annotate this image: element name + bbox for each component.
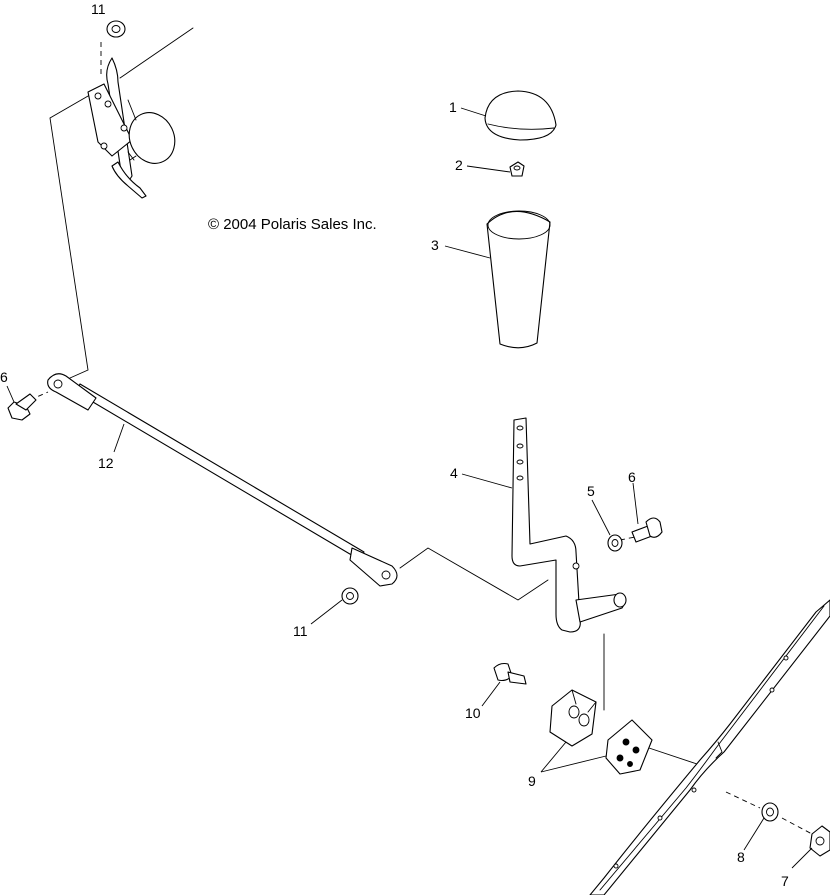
callout-3: 3 xyxy=(431,237,439,253)
callout-10: 10 xyxy=(465,705,481,721)
handlebar-shift-assembly xyxy=(87,57,176,199)
leader-lines xyxy=(6,107,813,869)
washer-8 xyxy=(761,802,779,822)
mount-block-9a xyxy=(549,689,597,747)
shift-rod-12 xyxy=(47,373,398,587)
callout-6-left: 6 xyxy=(0,369,8,385)
callout-5: 5 xyxy=(587,483,595,499)
shift-lever-4 xyxy=(511,417,627,633)
frame-rail xyxy=(589,599,830,895)
callout-7: 7 xyxy=(781,873,789,889)
assembly-lines xyxy=(29,27,813,835)
callout-8: 8 xyxy=(737,849,745,865)
callout-11-top: 11 xyxy=(91,1,106,17)
callout-6-right: 6 xyxy=(628,469,636,485)
bolt-10 xyxy=(493,662,527,685)
nut-2 xyxy=(509,161,525,177)
callout-2: 2 xyxy=(455,157,463,173)
nut-11-lower xyxy=(341,587,359,605)
callouts: 1 2 3 4 5 6 6 7 8 9 10 11 11 12 xyxy=(0,1,789,889)
washer-5 xyxy=(607,534,623,552)
knob-cap-1 xyxy=(484,90,557,141)
callout-4: 4 xyxy=(450,465,458,481)
mount-block-9b xyxy=(605,719,653,775)
callout-11-lower: 11 xyxy=(293,623,308,639)
callout-9: 9 xyxy=(528,773,536,789)
copyright-notice: © 2004 Polaris Sales Inc. xyxy=(208,216,377,233)
nut-7 xyxy=(809,825,830,857)
bolt-6-right xyxy=(631,517,663,543)
callout-1: 1 xyxy=(449,99,457,115)
shift-grip-3 xyxy=(486,210,551,349)
callout-12: 12 xyxy=(98,455,114,471)
nut-11-top xyxy=(106,20,126,38)
